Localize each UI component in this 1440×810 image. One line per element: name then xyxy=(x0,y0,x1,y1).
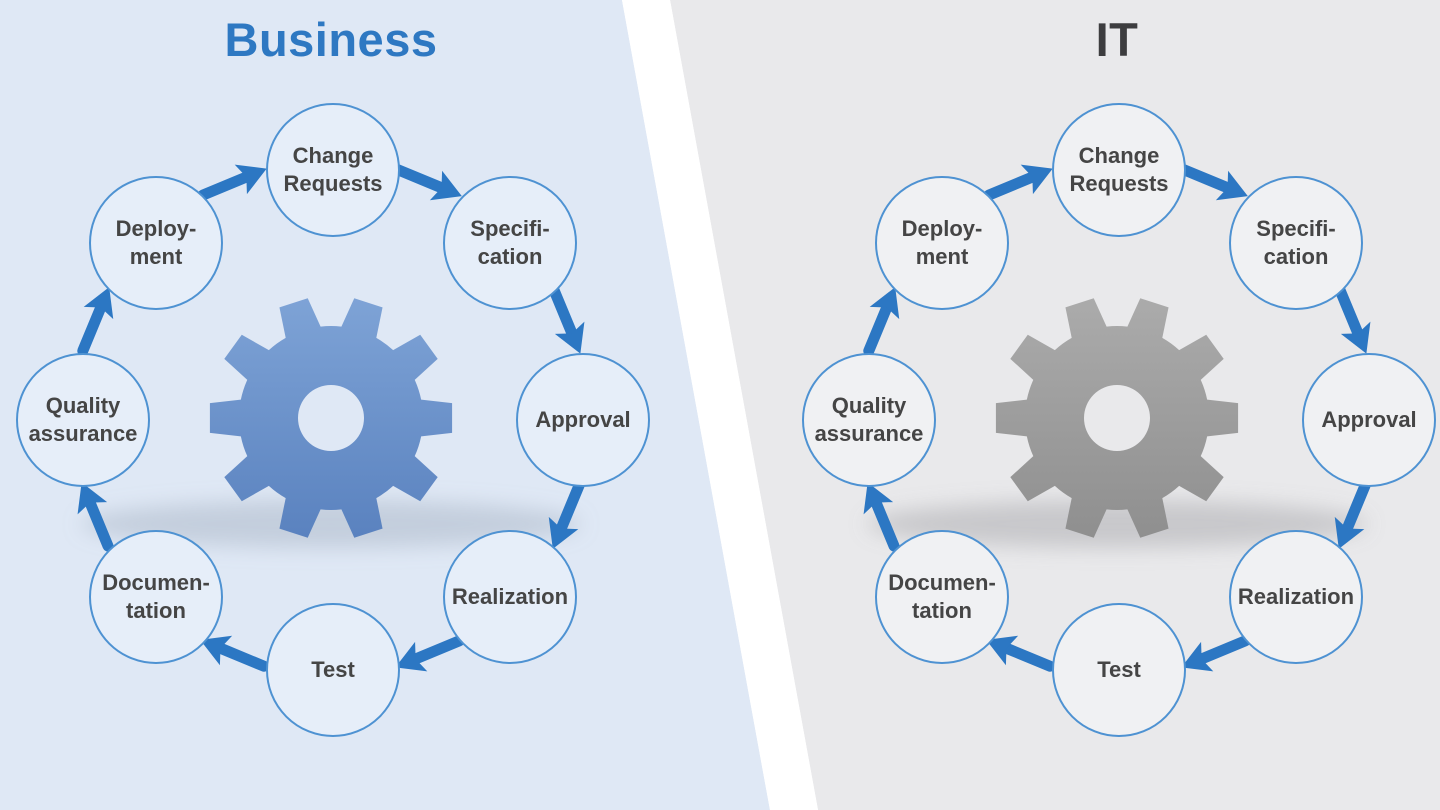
step-deployment: Deploy- ment xyxy=(89,176,223,310)
flow-arrow xyxy=(77,482,114,552)
step-label: Quality assurance xyxy=(28,393,138,446)
step-change-requests: Change Requests xyxy=(266,103,400,237)
business-ring-graphics xyxy=(77,164,585,672)
flow-arrow xyxy=(548,479,585,549)
flow-arrow xyxy=(1334,479,1371,549)
step-label: Approval xyxy=(1321,407,1417,432)
flow-arrow xyxy=(197,164,267,201)
flow-arrow xyxy=(983,164,1053,201)
step-label: Deploy- ment xyxy=(901,216,983,269)
step-realization: Realization xyxy=(1229,530,1363,664)
flow-arrow xyxy=(1334,284,1371,354)
gear-shadow xyxy=(81,500,581,548)
step-documentation: Documen- tation xyxy=(875,530,1009,664)
step-label: Realization xyxy=(1237,584,1355,609)
flow-arrow xyxy=(1178,164,1248,201)
flow-arrows xyxy=(77,164,585,672)
step-approval: Approval xyxy=(516,353,650,487)
step-label: Deploy- ment xyxy=(115,216,197,269)
step-label: Quality assurance xyxy=(814,393,924,446)
step-test: Test xyxy=(266,603,400,737)
step-label: Documen- tation xyxy=(102,570,210,623)
flow-arrows xyxy=(863,164,1371,672)
step-label: Test xyxy=(311,657,355,682)
gear-icon xyxy=(209,298,453,538)
step-specification: Specifi- cation xyxy=(443,176,577,310)
step-specification: Specifi- cation xyxy=(1229,176,1363,310)
step-documentation: Documen- tation xyxy=(89,530,223,664)
flow-arrow xyxy=(200,635,270,672)
step-quality-assurance: Quality assurance xyxy=(16,353,150,487)
flow-arrow xyxy=(392,164,462,201)
step-label: Test xyxy=(1097,657,1141,682)
flow-arrow xyxy=(863,482,900,552)
gear-icon xyxy=(995,298,1239,538)
step-deployment: Deploy- ment xyxy=(875,176,1009,310)
step-label: Approval xyxy=(535,407,631,432)
gear-shadow xyxy=(867,500,1367,548)
step-label: Specifi- cation xyxy=(1256,216,1336,269)
it-ring-graphics xyxy=(863,164,1371,672)
step-label: Specifi- cation xyxy=(470,216,550,269)
step-label: Documen- tation xyxy=(888,570,996,623)
step-label: Realization xyxy=(451,584,569,609)
step-approval: Approval xyxy=(1302,353,1436,487)
step-realization: Realization xyxy=(443,530,577,664)
flow-arrow xyxy=(863,287,900,357)
flow-arrow xyxy=(1181,635,1251,672)
flow-arrow xyxy=(548,284,585,354)
step-change-requests: Change Requests xyxy=(1052,103,1186,237)
flow-arrow xyxy=(77,287,114,357)
step-test: Test xyxy=(1052,603,1186,737)
flow-arrow xyxy=(986,635,1056,672)
step-quality-assurance: Quality assurance xyxy=(802,353,936,487)
it-title: IT xyxy=(1095,13,1139,66)
step-label: Change Requests xyxy=(1069,143,1169,196)
business-title: Business xyxy=(224,13,438,66)
flow-arrow xyxy=(395,635,465,672)
step-label: Change Requests xyxy=(283,143,383,196)
